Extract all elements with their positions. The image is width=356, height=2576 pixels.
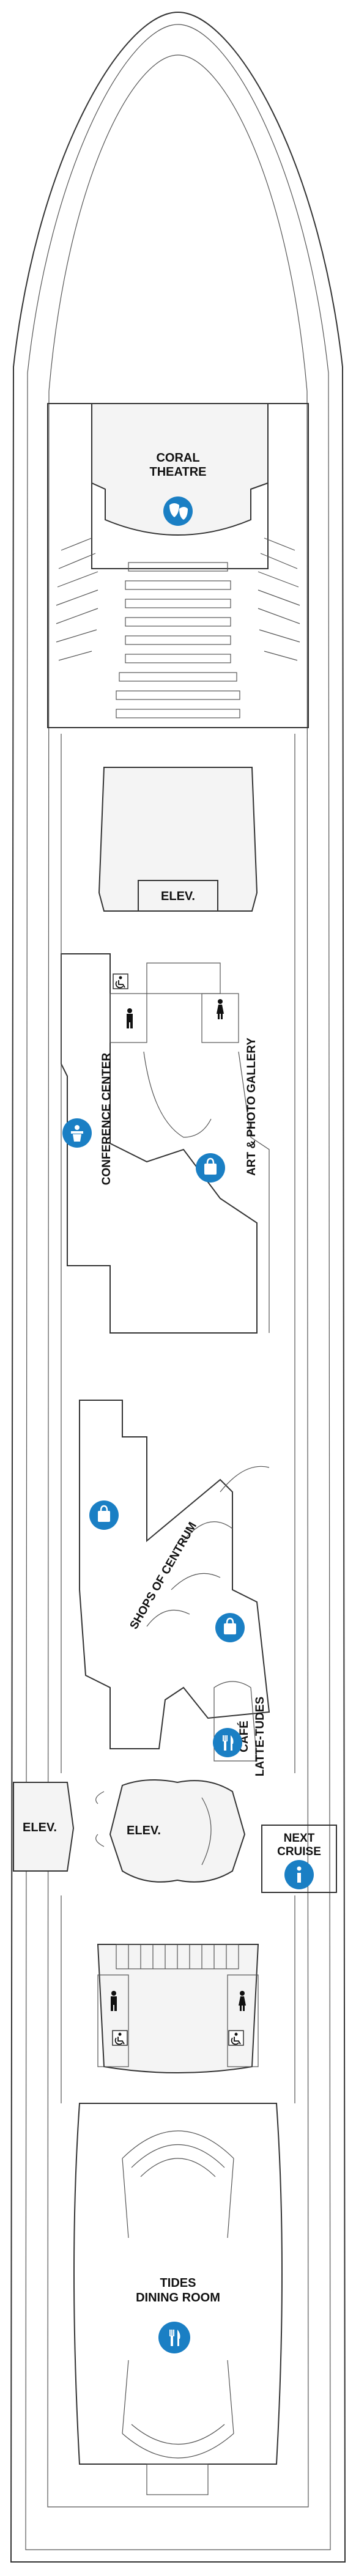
wheelchair-icon [112, 2030, 128, 2046]
coral-theatre-label-line1: CORAL [156, 451, 199, 465]
restroom-block-right [201, 993, 239, 1043]
conference-area [61, 953, 258, 1334]
wheelchair-icon [228, 2030, 244, 2046]
theatre-seating [56, 537, 300, 718]
restroom-male-icon [127, 1008, 133, 1028]
info-icon [284, 1860, 314, 1889]
stair-block-upper [146, 962, 221, 994]
dining-stair-rails [122, 2158, 234, 2434]
next-cruise-label-line1: NEXT [284, 1832, 315, 1845]
conference-podium-icon [62, 1118, 92, 1148]
elev-center-block [109, 1779, 246, 1883]
centrum-area [79, 1400, 270, 1749]
elev-side-label: ELEV. [23, 1821, 57, 1834]
restroom-block-left [109, 993, 147, 1043]
art-photo-gallery-label: ART & PHOTO GALLERY [245, 1038, 258, 1176]
dining-lower-stair [122, 2424, 234, 2459]
centrum-curve-4 [146, 1609, 190, 1627]
hull-outer [10, 11, 346, 2563]
shopping-bag-icon [89, 1500, 119, 1530]
centrum-curve-1 [220, 1466, 270, 1493]
restroom-female-icon [239, 1991, 246, 2011]
gallery-corridor [143, 1051, 270, 1333]
side-elev-block-left [13, 1782, 75, 1872]
next-cruise-label-line2: CRUISE [277, 1845, 321, 1858]
shops-of-centrum-label: SHOPS OF CENTRUM [128, 1520, 199, 1631]
fork-knife-icon [213, 1728, 242, 1757]
elev-center-label: ELEV. [127, 1824, 161, 1837]
coral-theatre-label-line2: THEATRE [150, 465, 207, 479]
shopping-bag-icon [196, 1153, 225, 1183]
centrum-curve-2 [183, 1521, 233, 1541]
theatre-stage [91, 403, 269, 536]
tides-dining-room-label-line2: DINING ROOM [136, 2291, 220, 2305]
dining-grand-stair [122, 2130, 234, 2177]
centrum-curve-3 [171, 1573, 221, 1590]
hull-deck-edge [47, 54, 309, 2508]
elev-aft-area [98, 767, 258, 912]
forward-stairwell [97, 1944, 259, 2073]
elev-aft-label: ELEV. [161, 890, 195, 903]
forward-stairs [97, 1944, 259, 2067]
tides-dining-room-label-line1: TIDES [160, 2276, 196, 2290]
hull-inner [25, 24, 331, 2550]
elev-aft-box [138, 880, 218, 912]
restroom-male-icon [111, 1991, 117, 2011]
cafe-latte-tudes-label-line2: LATTE-TUDES [254, 1697, 267, 1777]
theatre-masks-icon [163, 496, 193, 526]
elev-center-curve [95, 1791, 212, 1866]
dining-room-outline [73, 2103, 283, 2465]
dining-service-stairs [146, 2463, 209, 2495]
wheelchair-icon [113, 973, 128, 989]
shopping-bag-icon [215, 1613, 245, 1642]
fork-knife-icon [158, 2322, 190, 2353]
conference-center-label: CONFERENCE CENTER [100, 1053, 113, 1186]
next-cruise-box [261, 1825, 337, 1893]
restroom-female-icon [217, 999, 224, 1019]
cafe-area [213, 1681, 258, 1762]
